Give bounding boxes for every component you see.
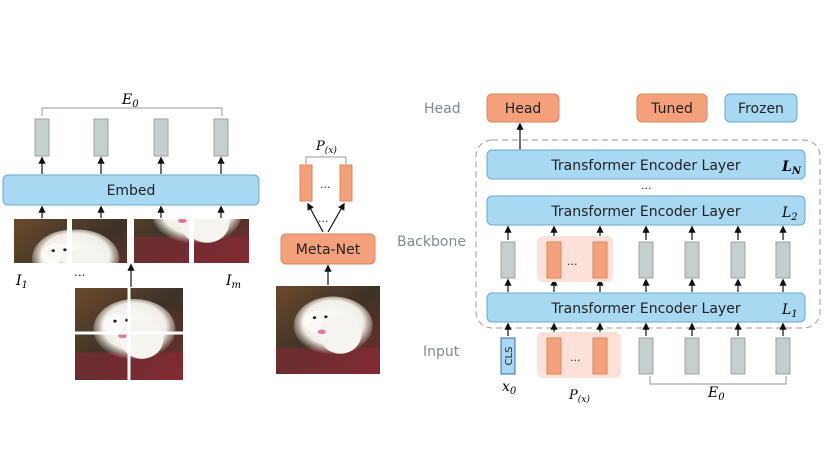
e0-bracket (41, 107, 223, 116)
legend-frozen-box (724, 93, 798, 123)
left-token-4 (213, 118, 229, 157)
section-backbone-label: Backbone (397, 234, 466, 250)
layer-dots: ... (641, 179, 652, 192)
middle-panel: P(x) ... ... Meta-Net (276, 139, 380, 374)
head-box (486, 93, 560, 123)
backbone-cls-token (500, 241, 516, 279)
px-bracket (305, 156, 347, 164)
left-dots: ... (74, 265, 85, 279)
backbone-prompt-token-1 (546, 241, 562, 279)
right-e0-label: E0 (707, 385, 725, 403)
cls-token (500, 337, 516, 375)
left-token-2 (93, 118, 109, 157)
section-head-label: Head (424, 101, 461, 117)
left-token-3 (153, 118, 169, 157)
backbone-prompt-dots: ... (567, 255, 578, 268)
input-prompt-token-2 (592, 337, 608, 375)
input-patch-token-2 (684, 337, 700, 375)
i1-label: I1 (15, 273, 28, 291)
backbone-prompt-token-2 (592, 241, 608, 279)
metanet-input-image (276, 286, 380, 374)
middle-dots-mid: ... (318, 212, 329, 225)
legend-frozen-label: Frozen (738, 101, 784, 117)
input-patch-token-4 (775, 337, 791, 375)
metanet-label: Meta-Net (296, 242, 361, 258)
input-patch-token-3 (730, 337, 746, 375)
encoder-layer-2-label: Transformer Encoder Layer (550, 204, 740, 220)
encoder-layer-1-label: Transformer Encoder Layer (550, 301, 740, 317)
input-prompt-dots: ... (570, 351, 581, 364)
x0-label: x0 (502, 379, 517, 397)
encoder-layer-n-label: Transformer Encoder Layer (550, 158, 740, 174)
prompt-token-1 (299, 164, 313, 202)
encoder-layer-2 (486, 195, 806, 226)
right-px-label: P(x) (568, 388, 590, 405)
layer-n-tag: LN (781, 159, 802, 177)
layer-1-tag: L1 (781, 302, 798, 320)
backbone-patch-token-3 (730, 241, 746, 279)
right-panel: Head Backbone Input Head Tuned Frozen Tr… (397, 93, 821, 405)
backbone-patch-token-2 (684, 241, 700, 279)
input-patch-token-1 (638, 337, 654, 375)
left-panel: E0 Embed I1 ... Im (2, 92, 260, 380)
legend-tuned-label: Tuned (650, 101, 693, 117)
left-e0-label: E0 (121, 92, 139, 110)
layer-2-tag: L2 (781, 205, 798, 223)
embed-box (2, 174, 260, 206)
middle-dots-top: ... (320, 178, 331, 191)
prompt-token-2 (339, 164, 353, 202)
im-label: Im (225, 273, 241, 291)
backbone-patch-token-1 (638, 241, 654, 279)
metanet-box (280, 233, 376, 265)
backbone-patch-token-4 (775, 241, 791, 279)
left-token-1 (34, 118, 50, 157)
e0-bottom-bracket (649, 376, 787, 385)
encoder-layer-1 (486, 292, 806, 323)
cls-label: CLS (504, 347, 515, 366)
encoder-layer-n (486, 149, 806, 180)
embed-label: Embed (107, 183, 156, 199)
middle-px-label: P(x) (315, 139, 337, 156)
input-prompt-token-1 (546, 337, 562, 375)
section-input-label: Input (423, 344, 460, 360)
legend-tuned-box (636, 93, 708, 123)
head-box-label: Head (505, 101, 542, 117)
